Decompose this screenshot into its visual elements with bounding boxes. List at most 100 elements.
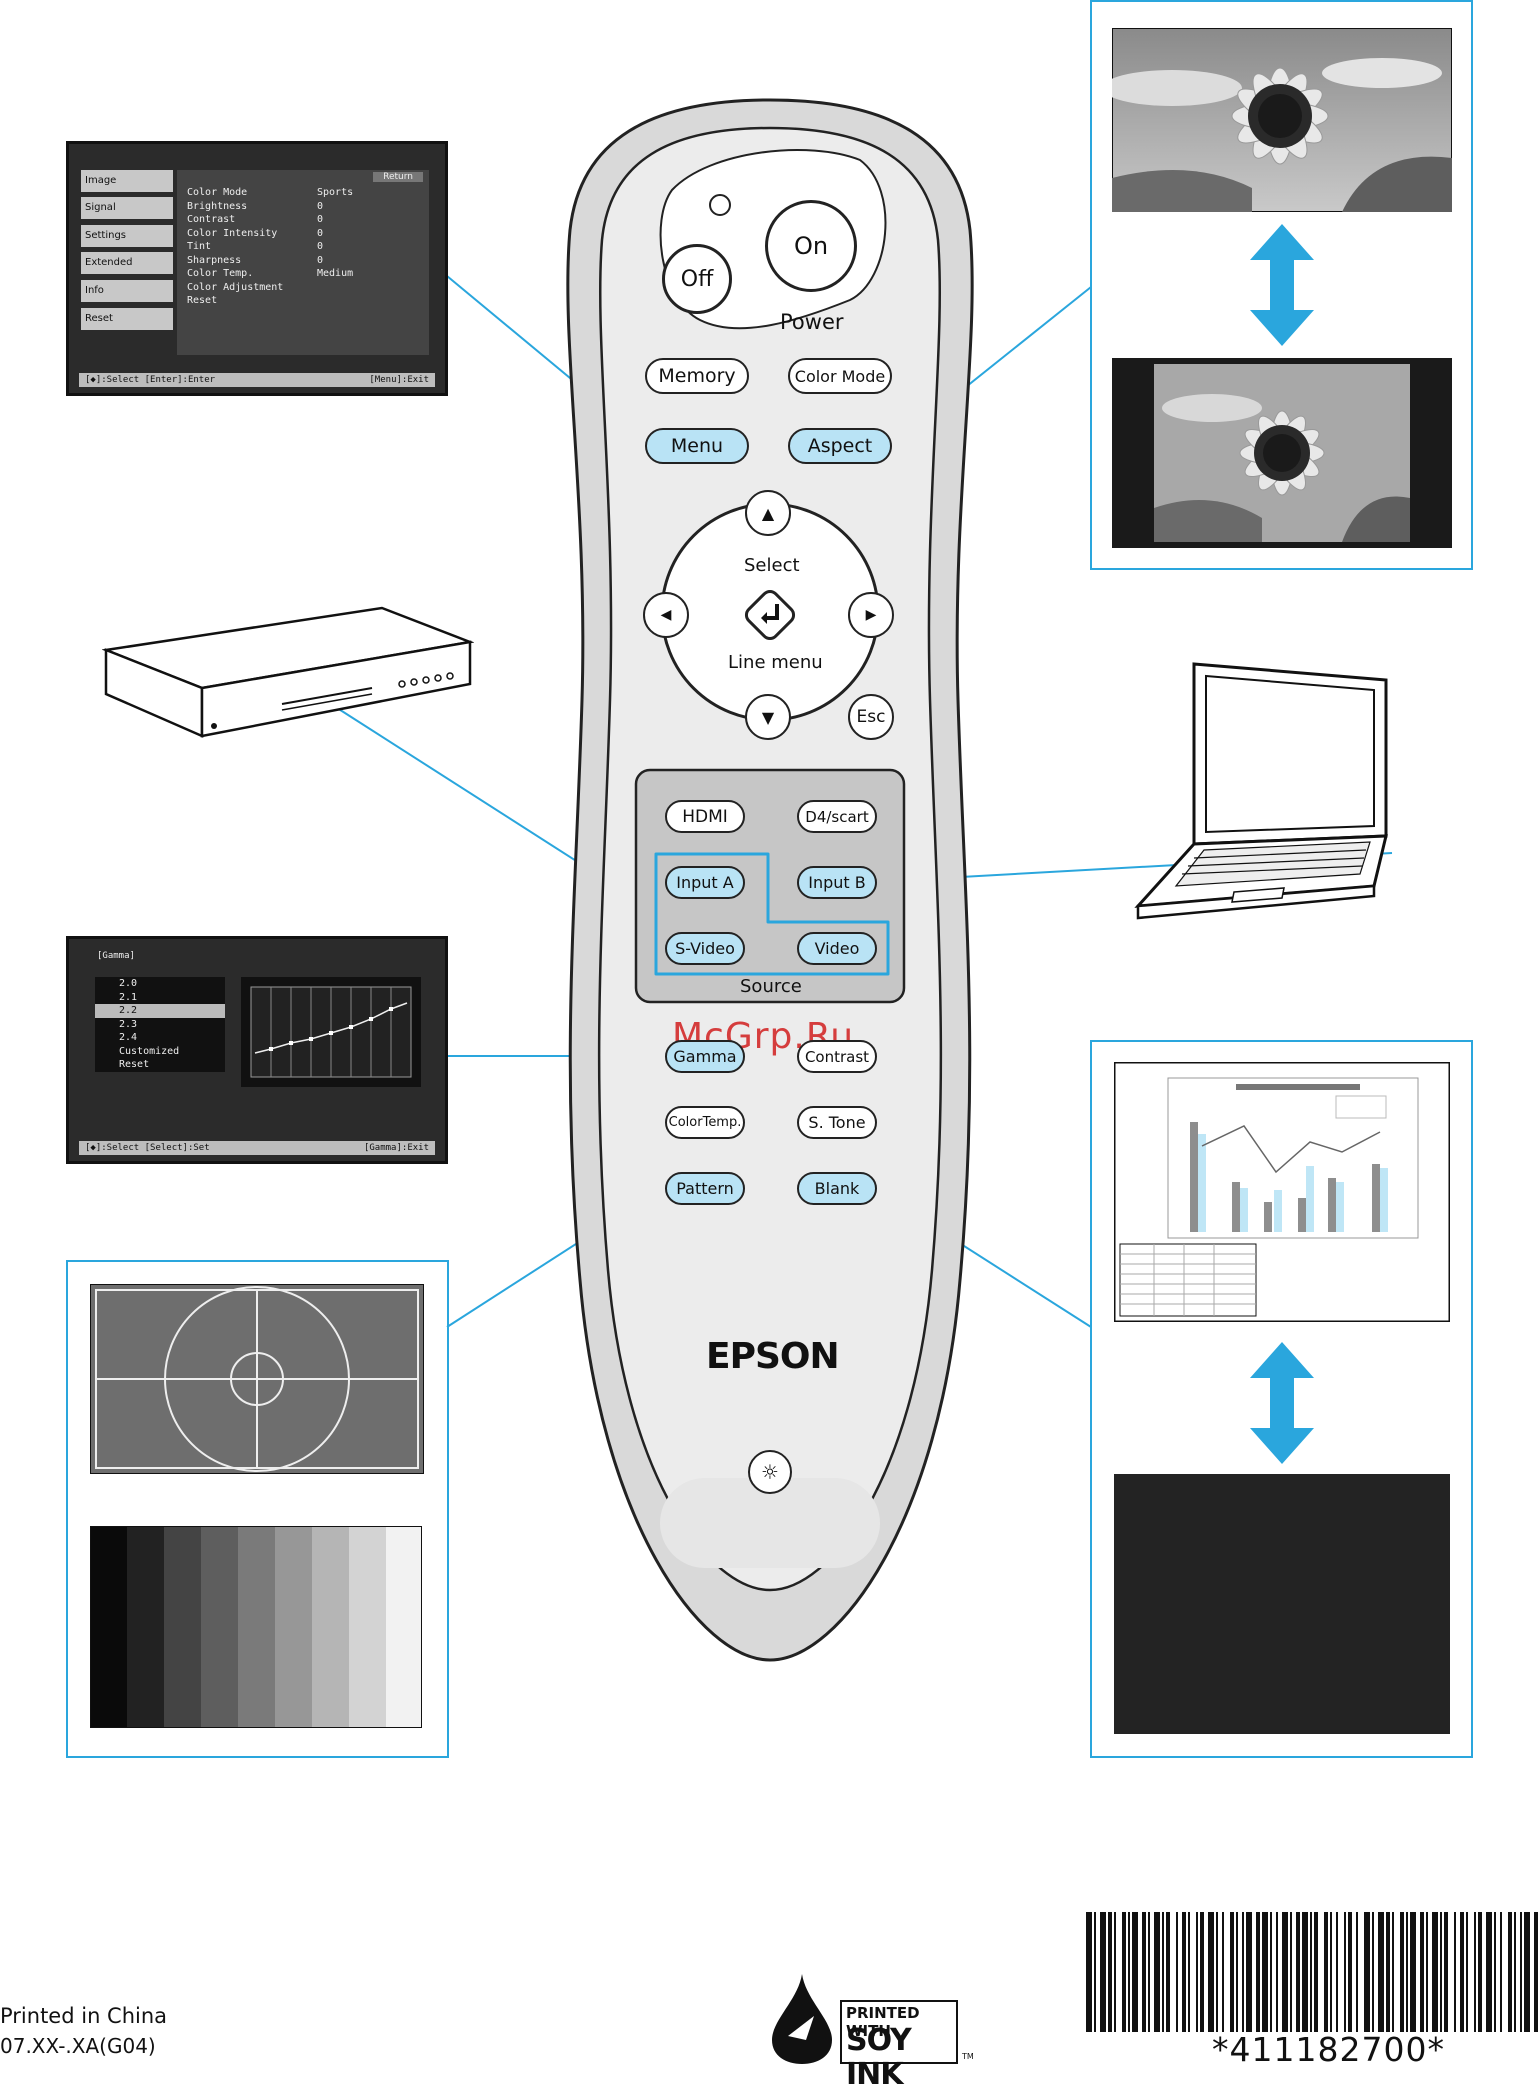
barcode-bar xyxy=(1440,1912,1442,2032)
barcode-bar xyxy=(1154,1912,1160,2032)
sun-icon: ☼ xyxy=(761,1460,779,1484)
epson-logo: EPSON xyxy=(706,1336,840,1377)
barcode-bar xyxy=(1406,1912,1408,2032)
right-arrow-icon: ▶ xyxy=(865,607,877,623)
double-arrow-icon xyxy=(1250,224,1314,346)
menu-button[interactable]: Menu xyxy=(645,428,749,464)
double-arrow-icon xyxy=(1250,1342,1314,1464)
barcode-bar xyxy=(1100,1912,1106,2032)
barcode-bar xyxy=(1128,1912,1130,2032)
barcode-bar xyxy=(1364,1912,1370,2032)
gamma-options: 2.0 2.1 2.2 2.3 2.4 Customized Reset xyxy=(95,977,225,1072)
barcode-bar xyxy=(1200,1912,1204,2032)
soy-drop-icon xyxy=(772,1974,832,2064)
barcode-bar xyxy=(1460,1912,1464,2032)
sample-chart-image xyxy=(1114,1062,1450,1322)
row-value: 0 xyxy=(317,214,324,225)
select-label: Select xyxy=(744,555,800,576)
barcode-bar xyxy=(1392,1912,1394,2032)
pattern-button[interactable]: Pattern xyxy=(665,1172,745,1205)
barcode-bar xyxy=(1474,1912,1476,2032)
barcode-bar xyxy=(1290,1912,1292,2032)
source-label: Source xyxy=(740,976,802,997)
barcode-bar xyxy=(1086,1912,1092,2032)
soy-ink-box: PRINTED WITH SOY INK xyxy=(840,2000,958,2092)
barcode-bar xyxy=(1372,1912,1374,2032)
barcode-bar xyxy=(1356,1912,1358,2032)
barcode-bar xyxy=(1444,1912,1448,2032)
left-arrow-icon: ◀ xyxy=(660,607,672,623)
video-button[interactable]: Video xyxy=(797,932,877,965)
barcode-bar xyxy=(1420,1912,1424,2032)
barcode-bar xyxy=(1216,1912,1218,2032)
row-value: 0 xyxy=(317,241,324,252)
line-menu-label: Line menu xyxy=(728,652,823,673)
power-on-button[interactable]: On xyxy=(765,200,857,292)
barcode-bar xyxy=(1486,1912,1492,2032)
dvd-player-icon xyxy=(102,606,474,738)
hdmi-button[interactable]: HDMI xyxy=(665,800,745,833)
barcode-bar xyxy=(1108,1912,1112,2032)
input-a-button[interactable]: Input A xyxy=(665,866,745,899)
row-value: 0 xyxy=(317,254,324,266)
input-b-button[interactable]: Input B xyxy=(797,866,877,899)
power-off-button[interactable]: Off xyxy=(662,244,732,314)
barcode-bar xyxy=(1122,1912,1126,2032)
aspect-button[interactable]: Aspect xyxy=(788,428,892,464)
enter-button[interactable] xyxy=(741,586,799,644)
row-label: Color Adjustment xyxy=(187,281,284,293)
barcode-bar xyxy=(1236,1912,1238,2032)
blank-button[interactable]: Blank xyxy=(797,1172,877,1205)
barcode-bar xyxy=(1094,1912,1096,2032)
memory-button[interactable]: Memory xyxy=(645,358,749,394)
barcode-bar xyxy=(1514,1912,1516,2032)
s-video-button[interactable]: S-Video xyxy=(665,932,745,965)
barcode-bars xyxy=(1086,1912,1538,2032)
esc-button[interactable]: Esc xyxy=(848,694,894,740)
barcode-bar xyxy=(1330,1912,1332,2032)
gamma-curve-graph xyxy=(241,977,421,1087)
source-highlight xyxy=(654,852,890,976)
barcode-bar xyxy=(1508,1912,1512,2032)
gamma-title: [Gamma] xyxy=(97,951,135,961)
barcode-bar xyxy=(1282,1912,1288,2032)
barcode-bar xyxy=(1324,1912,1328,2032)
barcode-bar xyxy=(1176,1912,1178,2032)
blank-panel xyxy=(1090,1040,1473,1758)
gamma-option: 2.3 xyxy=(119,1018,138,1030)
row-label: Tint xyxy=(187,241,212,252)
footer-left: [◆]:Select [Enter]:Enter xyxy=(85,375,216,385)
power-label: Power xyxy=(780,310,844,334)
down-button[interactable]: ▼ xyxy=(745,694,791,740)
barcode-bar xyxy=(1302,1912,1308,2032)
barcode-bar xyxy=(1314,1912,1318,2032)
barcode-bar xyxy=(1132,1912,1138,2032)
left-button[interactable]: ◀ xyxy=(643,592,689,638)
gamma-option: 2.0 xyxy=(119,978,138,989)
color-mode-button[interactable]: Color Mode xyxy=(788,358,892,394)
soy-line1: PRINTED WITH xyxy=(846,2004,920,2040)
barcode-bar xyxy=(1520,1912,1522,2032)
illumination-button[interactable]: ☼ xyxy=(748,1450,792,1494)
color-temp-button[interactable]: ColorTemp. xyxy=(665,1106,745,1139)
pattern-panel xyxy=(66,1260,449,1758)
contrast-button[interactable]: Contrast xyxy=(797,1040,877,1073)
barcode-bar xyxy=(1162,1912,1164,2032)
soy-line2: SOY INK xyxy=(846,2023,912,2092)
s-tone-button[interactable]: S. Tone xyxy=(797,1106,877,1139)
gamma-option-selected: 2.2 xyxy=(95,1004,225,1018)
row-value: 0 xyxy=(317,200,324,212)
d4-scart-button[interactable]: D4/scart xyxy=(797,800,877,833)
up-button[interactable]: ▲ xyxy=(745,490,791,536)
right-button[interactable]: ▶ xyxy=(848,592,894,638)
power-off-label: Off xyxy=(680,266,714,292)
barcode-bar xyxy=(1478,1912,1482,2032)
barcode-bar xyxy=(1466,1912,1468,2032)
menu-tab-reset: Reset xyxy=(81,308,173,330)
barcode-bar xyxy=(1188,1912,1190,2032)
row-label: Color Intensity xyxy=(187,227,278,239)
barcode-bar xyxy=(1148,1912,1150,2032)
gamma-button[interactable]: Gamma xyxy=(665,1040,745,1073)
down-arrow-icon: ▼ xyxy=(761,707,775,727)
